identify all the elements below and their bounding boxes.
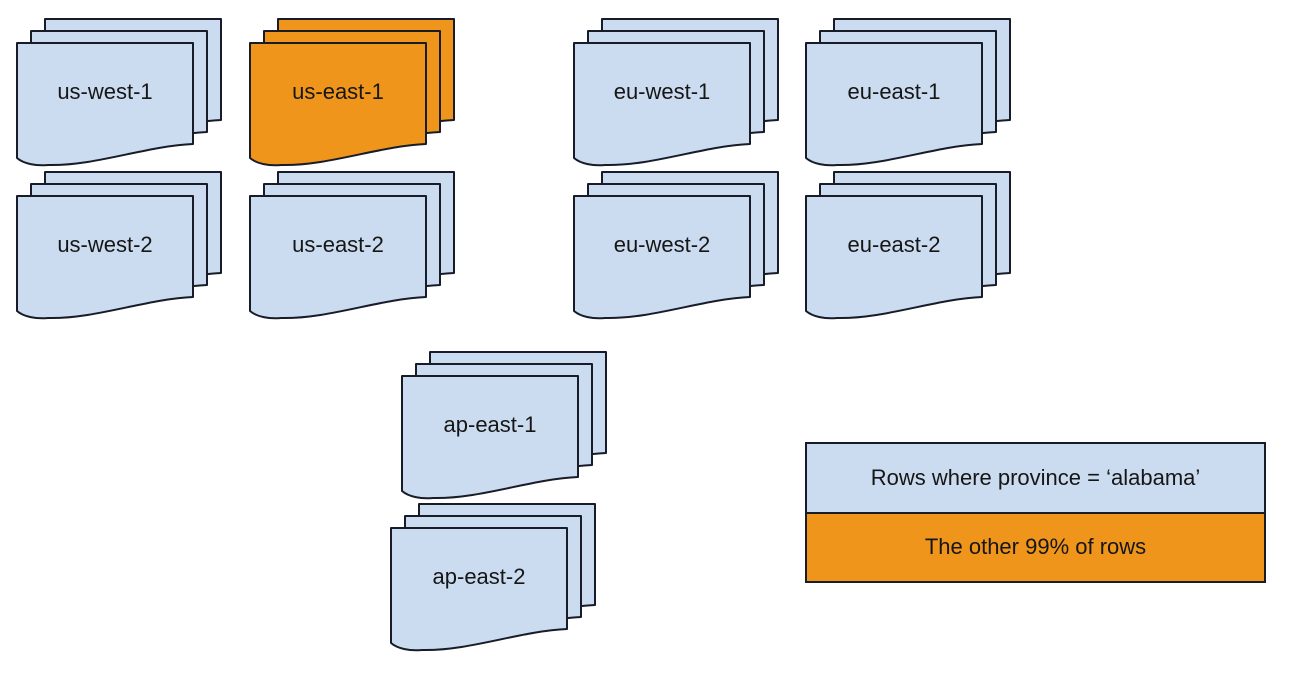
region-stack-eu-west-1: eu-west-1 xyxy=(573,18,781,168)
region-stack-ap-east-2: ap-east-2 xyxy=(390,503,598,653)
document-stack-icon xyxy=(805,18,1011,167)
region-stack-us-west-2: us-west-2 xyxy=(16,171,224,321)
region-stack-eu-west-2: eu-west-2 xyxy=(573,171,781,321)
legend-item-label: Rows where province = ‘alabama’ xyxy=(870,464,1201,490)
document-stack-icon xyxy=(390,503,596,652)
document-stack-icon xyxy=(249,18,455,167)
document-stack-icon xyxy=(16,18,222,167)
document-stack-icon xyxy=(805,171,1011,320)
region-stack-eu-east-2: eu-east-2 xyxy=(805,171,1013,321)
legend-item-alabama-rows: Rows where province = ‘alabama’ xyxy=(807,444,1264,514)
region-stack-us-east-2: us-east-2 xyxy=(249,171,457,321)
region-stack-ap-east-1: ap-east-1 xyxy=(401,351,609,501)
document-stack-icon xyxy=(249,171,455,320)
legend: Rows where province = ‘alabama’ The othe… xyxy=(805,442,1266,583)
region-stack-eu-east-1: eu-east-1 xyxy=(805,18,1013,168)
region-stack-us-east-1: us-east-1 xyxy=(249,18,457,168)
region-stack-us-west-1: us-west-1 xyxy=(16,18,224,168)
legend-item-label: The other 99% of rows xyxy=(924,534,1147,560)
document-stack-icon xyxy=(573,171,779,320)
document-stack-icon xyxy=(401,351,607,500)
legend-item-other-rows: The other 99% of rows xyxy=(807,513,1264,581)
document-stack-icon xyxy=(573,18,779,167)
document-stack-icon xyxy=(16,171,222,320)
